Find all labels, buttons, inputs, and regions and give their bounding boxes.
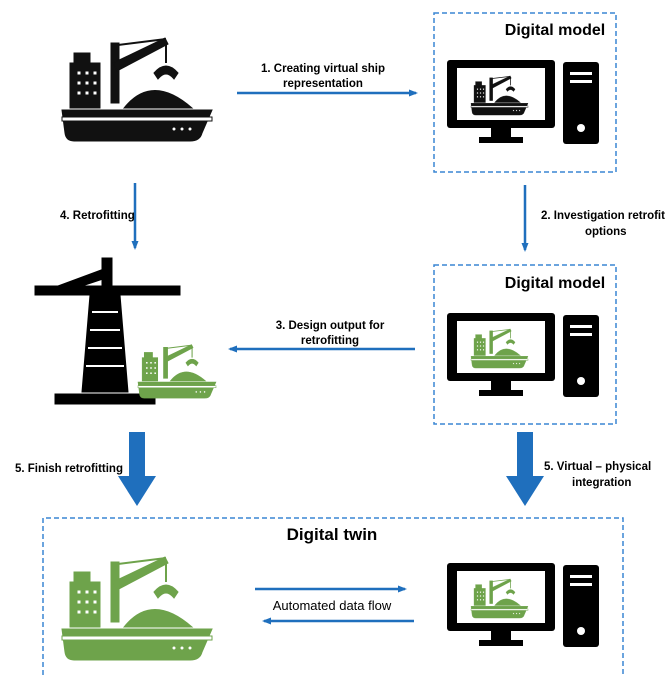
digital-model-title-mid: Digital model — [505, 275, 605, 292]
step4-label: 4. Retrofitting — [60, 210, 135, 222]
digital-model-title-top: Digital model — [505, 22, 605, 39]
arrow-step5-left — [118, 432, 156, 506]
step3-label-line2: retrofitting — [301, 335, 359, 347]
arrow-step5-right — [506, 432, 544, 506]
crane-icon — [34, 257, 181, 405]
step2-label-line1: 2. Investigation retrofit — [541, 210, 665, 222]
step3-label-line1: 3. Design output for — [276, 320, 385, 332]
digital-model-box-mid — [433, 264, 617, 425]
computer-icon — [447, 60, 599, 144]
step5-left-label: 5. Finish retrofitting — [15, 463, 123, 475]
ship-icon-twin — [61, 556, 213, 661]
ship-green-icon — [137, 344, 217, 399]
data-flow-label: Automated data flow — [273, 598, 392, 613]
ship-icon — [61, 37, 213, 142]
computer-icon-mid — [447, 313, 599, 397]
step5-right-label-line2: integration — [572, 477, 631, 489]
step5-right-label-line1: 5. Virtual – physical — [544, 461, 651, 473]
step2-label-line2: options — [585, 226, 627, 238]
step1-label-line2: representation — [283, 78, 363, 90]
digital-model-box-top — [433, 12, 617, 173]
digital-twin-title: Digital twin — [287, 525, 378, 544]
step1-label-line1: 1. Creating virtual ship — [261, 63, 385, 75]
computer-icon-twin — [447, 563, 599, 647]
